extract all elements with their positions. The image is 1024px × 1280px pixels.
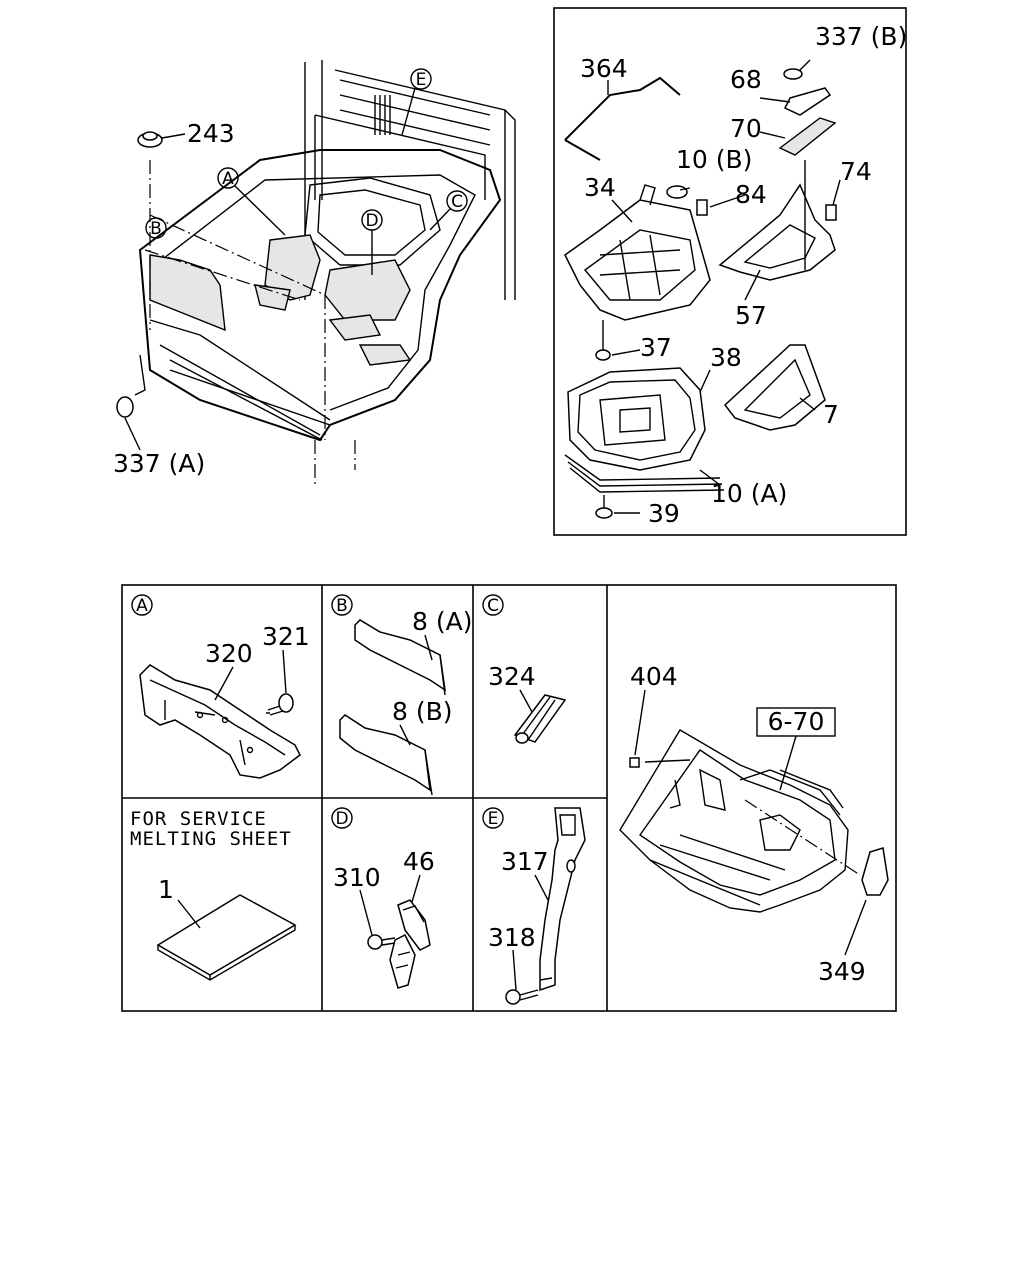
panel-a: A 320 321: [131, 594, 310, 779]
callout-68: 68: [730, 65, 762, 94]
svg-text:D: D: [365, 211, 378, 231]
svg-text:B: B: [150, 219, 162, 239]
callout-74: 74: [840, 157, 872, 186]
callout-38: 38: [710, 343, 742, 372]
callout-8b: 8 (B): [392, 697, 453, 726]
main-letter-d: D: [361, 209, 383, 275]
callout-57: 57: [735, 301, 767, 330]
panel-service: FOR SERVICE MELTING SHEET 1: [130, 808, 297, 981]
main-letter-c: C: [429, 190, 468, 231]
main-letter-b: B: [145, 217, 167, 239]
part-404-marker: [629, 757, 640, 768]
callout-317: 317: [501, 847, 549, 876]
service-line1: FOR SERVICE: [130, 808, 267, 830]
callout-39: 39: [648, 499, 680, 528]
callout-364: 364: [580, 54, 628, 83]
svg-text:C: C: [451, 192, 463, 212]
callout-321: 321: [262, 622, 310, 651]
callout-70: 70: [730, 114, 762, 143]
callout-404: 404: [630, 662, 678, 691]
svg-text:A: A: [222, 169, 234, 189]
panel-e: E 317 318: [482, 807, 586, 1005]
callout-7: 7: [823, 400, 839, 429]
callout-243: 243: [187, 119, 235, 148]
callout-10b: 10 (B): [676, 145, 752, 174]
svg-text:E: E: [416, 70, 427, 90]
main-letter-a: A: [217, 167, 286, 236]
service-line2: MELTING SHEET: [130, 828, 292, 850]
panel-b: B 8 (A) 8 (B): [331, 594, 472, 796]
callout-320: 320: [205, 639, 253, 668]
main-floor-view: A B C D E 243 337 (A): [113, 60, 516, 485]
inset-frame: [553, 7, 907, 536]
panel-c: C 324: [482, 594, 567, 744]
inset-exploded-view: 364 337 (B) 68 70 10 (B) 34 84 74 57 37 …: [553, 7, 907, 536]
callout-34: 34: [584, 173, 616, 202]
callout-337a: 337 (A): [113, 449, 205, 478]
detail-grid: A 320 321 B 8 (A) 8 (B) C: [121, 584, 897, 1012]
panel-detail: 404 6-70 349: [619, 662, 889, 986]
svg-text:B: B: [336, 596, 348, 616]
callout-324: 324: [488, 662, 536, 691]
svg-text:E: E: [488, 809, 499, 829]
main-letter-e: E: [401, 68, 432, 136]
callout-46: 46: [403, 847, 435, 876]
ref-box-label: 6-70: [768, 707, 825, 736]
callout-10a: 10 (A): [711, 479, 787, 508]
svg-text:C: C: [487, 596, 499, 616]
panel-d: D 310 46: [331, 807, 435, 989]
callout-84: 84: [735, 180, 767, 209]
callout-8a: 8 (A): [412, 607, 472, 636]
svg-text:A: A: [136, 596, 148, 616]
callout-37: 37: [640, 333, 672, 362]
callout-1: 1: [158, 875, 174, 904]
callout-349: 349: [818, 957, 866, 986]
callout-318: 318: [488, 923, 536, 952]
callout-337b: 337 (B): [815, 22, 907, 51]
svg-text:D: D: [335, 809, 348, 829]
callout-310: 310: [333, 863, 381, 892]
